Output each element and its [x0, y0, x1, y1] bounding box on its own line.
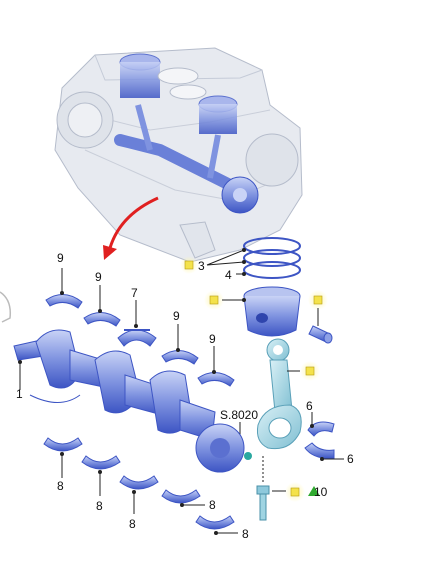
lubricate-marker-icon — [204, 290, 224, 310]
main-bearing-upper — [83, 312, 121, 327]
rod-bearing-lower — [304, 442, 335, 459]
rod-bearing-upper — [307, 421, 335, 437]
callout-rings: 3 — [198, 259, 205, 273]
main-bearing-lower — [161, 489, 201, 504]
lubricate-marker-icon — [308, 290, 328, 310]
main-bearing-upper — [197, 372, 235, 387]
connecting-rod — [257, 338, 302, 450]
piston-pin — [308, 325, 333, 344]
callout-main-bearing-lower-c: 8 — [129, 517, 136, 531]
callout-main-bearing-lower-a: 8 — [57, 479, 64, 493]
main-bearing-upper — [45, 294, 83, 309]
piston — [243, 286, 301, 337]
lubricate-marker-icon — [285, 482, 305, 502]
crankshaft — [0, 291, 245, 473]
ring-leaders — [206, 248, 246, 276]
teal-marker-icon — [244, 452, 252, 460]
callout-crankshaft: 1 — [16, 387, 23, 401]
rod-bolt — [256, 456, 270, 521]
piston-rings — [243, 237, 301, 279]
thrust-bearing — [117, 329, 157, 347]
callout-main-bearing-lower-e: 8 — [242, 527, 249, 541]
callout-main-bearing-lower-d: 8 — [209, 498, 216, 512]
callout-rod-bearing-lower: 6 — [347, 452, 354, 466]
callout-ring-lower: 4 — [225, 268, 232, 282]
lubricate-marker-icon — [180, 256, 198, 274]
callout-rod-bolt: 10 — [314, 485, 328, 499]
callout-main-bearing-upper-b: 9 — [95, 270, 102, 284]
main-bearing-lower — [119, 475, 159, 490]
callout-sprocket-ref: S.8020 — [220, 408, 258, 422]
main-bearing-lower — [43, 437, 83, 452]
lubricate-marker-icon — [300, 361, 320, 381]
callout-main-bearing-lower-b: 8 — [96, 499, 103, 513]
engine-block — [54, 47, 303, 263]
main-bearing-lower — [81, 455, 121, 470]
callout-main-bearing-upper-c: 9 — [173, 309, 180, 323]
callout-thrust-bearing: 7 — [131, 286, 138, 300]
main-bearing-upper — [161, 350, 199, 365]
arrow-icon — [103, 196, 159, 260]
callout-main-bearing-upper-a: 9 — [57, 251, 64, 265]
main-bearing-lower — [195, 515, 235, 530]
callout-rod-bearing-upper: 6 — [306, 399, 313, 413]
callout-main-bearing-upper-d: 9 — [209, 332, 216, 346]
torque-triangle-icon — [308, 486, 320, 496]
